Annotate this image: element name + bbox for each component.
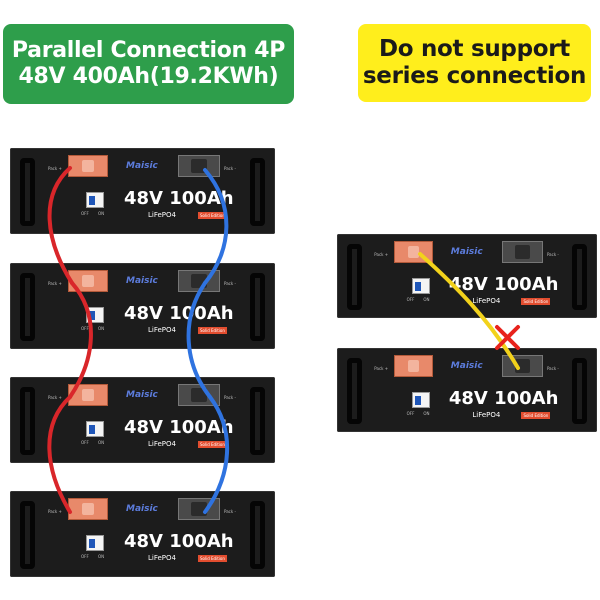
breaker-switch-housing[interactable] [86,535,104,551]
breaker-on-label: ON [98,326,105,331]
port-label-positive: Pack + [374,366,389,371]
positive-terminal[interactable] [68,384,108,406]
handle-left [346,244,362,310]
chemistry-label: LiFePO4 [472,411,501,419]
handle-right [572,358,588,424]
edition-badge: Solid Edition [198,555,227,562]
chemistry-label: LiFePO4 [472,297,501,305]
breaker-on-label: ON [98,211,105,216]
brand-logo: Maisic [126,276,158,286]
chemistry-label: LiFePO4 [148,554,176,562]
port-label-negative: Pack - [546,252,559,257]
breaker-off-label: OFF [81,440,89,445]
brand-logo: Maisic [126,504,158,514]
breaker-on-label: ON [98,554,105,559]
breaker-off-label: OFF [81,211,89,216]
parallel-banner-title: Parallel Connection 4P [11,38,286,64]
breaker-switch-housing[interactable] [86,192,104,208]
negative-terminal[interactable] [178,155,220,177]
capacity-label: 48V 100Ah [124,531,234,552]
port-label-negative: Pack - [224,509,236,514]
breaker-switch-housing[interactable] [411,392,430,408]
breaker-toggle[interactable] [89,196,95,205]
port-label-positive: Pack + [374,252,389,257]
edition-badge: Solid Edition [198,327,227,334]
breaker-toggle[interactable] [414,282,421,291]
handle-right [250,158,265,226]
handle-left [346,358,362,424]
breaker-on-label: ON [423,411,430,416]
parallel-connection-banner: Parallel Connection 4P 48V 400Ah(19.2KWh… [3,24,294,104]
negative-terminal[interactable] [178,498,220,520]
breaker-toggle[interactable] [89,311,95,320]
handle-left [20,501,35,569]
positive-terminal[interactable] [68,155,108,177]
positive-terminal[interactable] [393,241,434,263]
port-label-negative: Pack - [224,166,236,171]
edition-badge: Solid Edition [521,412,551,419]
edition-badge: Solid Edition [521,298,551,305]
brand-logo: Maisic [450,247,483,257]
parallel-banner-spec: 48V 400Ah(19.2KWh) [18,64,279,89]
port-label-positive: Pack + [48,166,62,171]
capacity-label: 48V 100Ah [448,274,559,295]
port-label-negative: Pack - [224,281,236,286]
port-label-negative: Pack - [224,395,236,400]
port-label-positive: Pack + [48,509,62,514]
positive-terminal[interactable] [393,355,434,377]
handle-left [20,273,35,341]
series-warning-banner: Do not support series connection [358,24,591,102]
breaker-toggle[interactable] [89,425,95,434]
negative-terminal[interactable] [178,384,220,406]
positive-terminal[interactable] [68,270,108,292]
capacity-label: 48V 100Ah [124,303,234,324]
handle-left [20,387,35,455]
breaker-toggle[interactable] [89,539,95,548]
brand-logo: Maisic [450,361,483,371]
negative-terminal[interactable] [501,241,544,263]
port-label-positive: Pack + [48,281,62,286]
cross-mark-icon [495,325,520,350]
handle-left [20,158,35,226]
negative-terminal[interactable] [501,355,544,377]
brand-logo: Maisic [126,161,158,171]
chemistry-label: LiFePO4 [148,440,176,448]
handle-right [250,387,265,455]
capacity-label: 48V 100Ah [448,388,559,409]
breaker-toggle[interactable] [414,396,421,405]
handle-right [572,244,588,310]
warning-banner-line2: series connection [362,63,587,89]
brand-logo: Maisic [126,390,158,400]
breaker-off-label: OFF [406,411,415,416]
chemistry-label: LiFePO4 [148,211,176,219]
positive-terminal[interactable] [68,498,108,520]
handle-right [250,501,265,569]
warning-banner-line1: Do not support [378,35,570,62]
edition-badge: Solid Edition [198,441,227,448]
port-label-positive: Pack + [48,395,62,400]
edition-badge: Solid Edition [198,212,227,219]
breaker-switch-housing[interactable] [411,278,430,294]
breaker-switch-housing[interactable] [86,307,104,323]
breaker-on-label: ON [98,440,105,445]
breaker-off-label: OFF [406,297,415,302]
chemistry-label: LiFePO4 [148,326,176,334]
breaker-off-label: OFF [81,554,89,559]
handle-right [250,273,265,341]
capacity-label: 48V 100Ah [124,417,234,438]
breaker-off-label: OFF [81,326,89,331]
negative-terminal[interactable] [178,270,220,292]
breaker-on-label: ON [423,297,430,302]
port-label-negative: Pack - [546,366,559,371]
breaker-switch-housing[interactable] [86,421,104,437]
capacity-label: 48V 100Ah [124,188,234,209]
